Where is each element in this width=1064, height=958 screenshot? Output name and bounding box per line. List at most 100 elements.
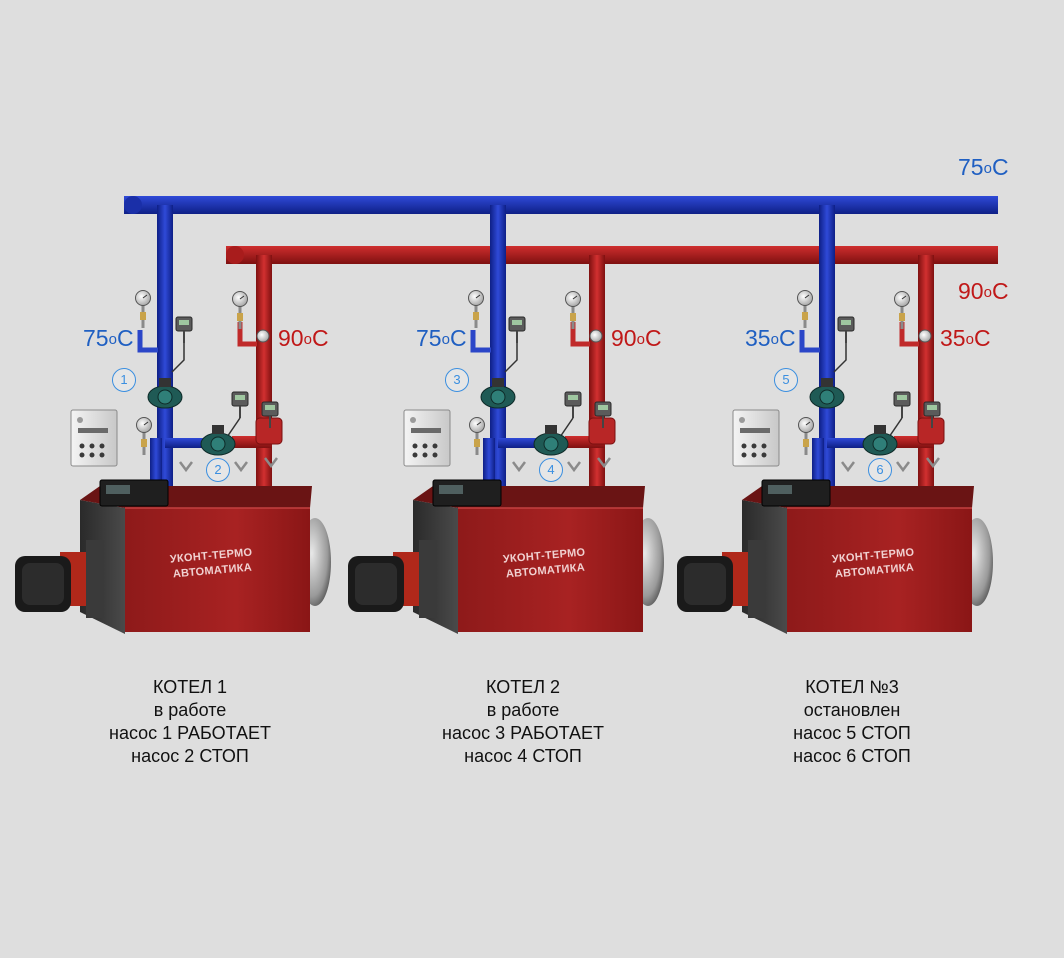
valve-icon bbox=[597, 457, 611, 469]
outlet-temp: 90oC bbox=[278, 325, 329, 355]
bypass-pipe bbox=[165, 438, 215, 448]
valve-icon bbox=[264, 457, 278, 469]
return-header-temp-unit: C bbox=[991, 278, 1009, 304]
pressure-switch-icon bbox=[175, 316, 193, 343]
outlet-temp: 90oC bbox=[611, 325, 662, 355]
burner-icon bbox=[677, 540, 766, 618]
pump-label-a: 5 bbox=[774, 368, 798, 392]
degree-symbol: o bbox=[108, 331, 117, 348]
circulation-pump-icon bbox=[533, 425, 569, 456]
circulation-pump-icon bbox=[147, 378, 183, 409]
boiler-caption: КОТЕЛ 1 в работе насос 1 РАБОТАЕТ насос … bbox=[60, 676, 320, 768]
boiler-name: КОТЕЛ 2 bbox=[485, 677, 561, 697]
pressure-switch-icon bbox=[231, 391, 249, 418]
circulation-pump-icon bbox=[862, 425, 898, 456]
pump-b-status: насос 6 СТОП bbox=[793, 746, 911, 766]
bypass-pipe bbox=[498, 438, 548, 448]
pump-label-b: 4 bbox=[539, 458, 563, 482]
supply-header-temp: 75oC bbox=[958, 154, 1009, 184]
inlet-temp: 75oC bbox=[416, 325, 467, 355]
pump-label-a: 1 bbox=[112, 368, 136, 392]
control-cabinet-icon bbox=[403, 409, 451, 467]
pump-label-b: 6 bbox=[868, 458, 892, 482]
boiler-caption: КОТЕЛ №3 остановлен насос 5 СТОП насос 6… bbox=[722, 676, 982, 768]
circulation-pump-icon bbox=[480, 378, 516, 409]
supply-header-pipe bbox=[124, 196, 998, 214]
outlet-temp-unit: C bbox=[973, 325, 991, 351]
pressure-gauge-icon bbox=[135, 290, 151, 328]
valve-icon bbox=[841, 461, 855, 473]
control-cabinet-icon bbox=[70, 409, 118, 467]
thermometer-icon bbox=[589, 329, 603, 343]
return-header-temp: 90oC bbox=[958, 278, 1009, 308]
inlet-temp: 75oC bbox=[83, 325, 134, 355]
pump-b-status: насос 4 СТОП bbox=[464, 746, 582, 766]
valve-icon bbox=[234, 461, 248, 473]
return-riser-pipe bbox=[256, 255, 272, 490]
boiler-status: в работе bbox=[153, 700, 227, 720]
boiler-status: остановлен bbox=[803, 700, 901, 720]
supply-riser-pipe bbox=[490, 205, 506, 495]
return-header-temp-value: 90 bbox=[958, 278, 984, 304]
pump-a-status: насос 3 РАБОТАЕТ bbox=[442, 723, 604, 743]
inlet-temp-value: 75 bbox=[416, 325, 442, 351]
outlet-temp-unit: C bbox=[644, 325, 662, 351]
pressure-gauge-icon bbox=[468, 290, 484, 328]
circulation-pump-icon bbox=[200, 425, 236, 456]
degree-symbol: o bbox=[983, 160, 992, 177]
pressure-gauge-icon bbox=[797, 290, 813, 328]
valve-icon bbox=[512, 461, 526, 473]
pump-a-status: насос 1 РАБОТАЕТ bbox=[109, 723, 271, 743]
circulation-pump-icon bbox=[809, 378, 845, 409]
outlet-temp-value: 90 bbox=[278, 325, 304, 351]
degree-symbol: o bbox=[636, 331, 645, 348]
valve-icon bbox=[926, 457, 940, 469]
degree-symbol: o bbox=[983, 284, 992, 301]
boiler-name: КОТЕЛ 1 bbox=[152, 677, 228, 697]
inlet-temp-value: 35 bbox=[745, 325, 771, 351]
pressure-switch-icon bbox=[261, 401, 279, 428]
burner-icon bbox=[348, 540, 437, 618]
degree-symbol: o bbox=[303, 331, 312, 348]
bypass-pipe bbox=[827, 438, 877, 448]
return-header-pipe bbox=[226, 246, 998, 264]
inlet-temp-unit: C bbox=[778, 325, 796, 351]
inlet-temp-unit: C bbox=[449, 325, 467, 351]
valve-icon bbox=[179, 461, 193, 473]
outlet-temp-value: 90 bbox=[611, 325, 637, 351]
control-cabinet-icon bbox=[732, 409, 780, 467]
return-riser-pipe bbox=[918, 255, 934, 490]
pressure-gauge-icon bbox=[798, 417, 814, 455]
burner-icon bbox=[15, 540, 104, 618]
thermometer-icon bbox=[256, 329, 270, 343]
return-riser-pipe bbox=[589, 255, 605, 490]
pump-b-status: насос 2 СТОП bbox=[131, 746, 249, 766]
pressure-gauge-icon bbox=[469, 417, 485, 455]
thermometer-icon bbox=[918, 329, 932, 343]
pump-a-status: насос 5 СТОП bbox=[793, 723, 911, 743]
pressure-switch-icon bbox=[594, 401, 612, 428]
pressure-gauge-icon bbox=[232, 291, 248, 329]
inlet-temp-unit: C bbox=[116, 325, 134, 351]
boiler-caption: КОТЕЛ 2 в работе насос 3 РАБОТАЕТ насос … bbox=[393, 676, 653, 768]
pump-label-a: 3 bbox=[445, 368, 469, 392]
inlet-temp-value: 75 bbox=[83, 325, 109, 351]
pressure-gauge-icon bbox=[565, 291, 581, 329]
degree-symbol: o bbox=[441, 331, 450, 348]
pressure-switch-icon bbox=[508, 316, 526, 343]
supply-header-temp-value: 75 bbox=[958, 154, 984, 180]
pressure-switch-icon bbox=[837, 316, 855, 343]
outlet-temp-value: 35 bbox=[940, 325, 966, 351]
degree-symbol: o bbox=[965, 331, 974, 348]
outlet-temp: 35oC bbox=[940, 325, 991, 355]
supply-riser-pipe bbox=[157, 205, 173, 495]
pressure-switch-icon bbox=[893, 391, 911, 418]
valve-icon bbox=[896, 461, 910, 473]
supply-header-temp-unit: C bbox=[991, 154, 1009, 180]
